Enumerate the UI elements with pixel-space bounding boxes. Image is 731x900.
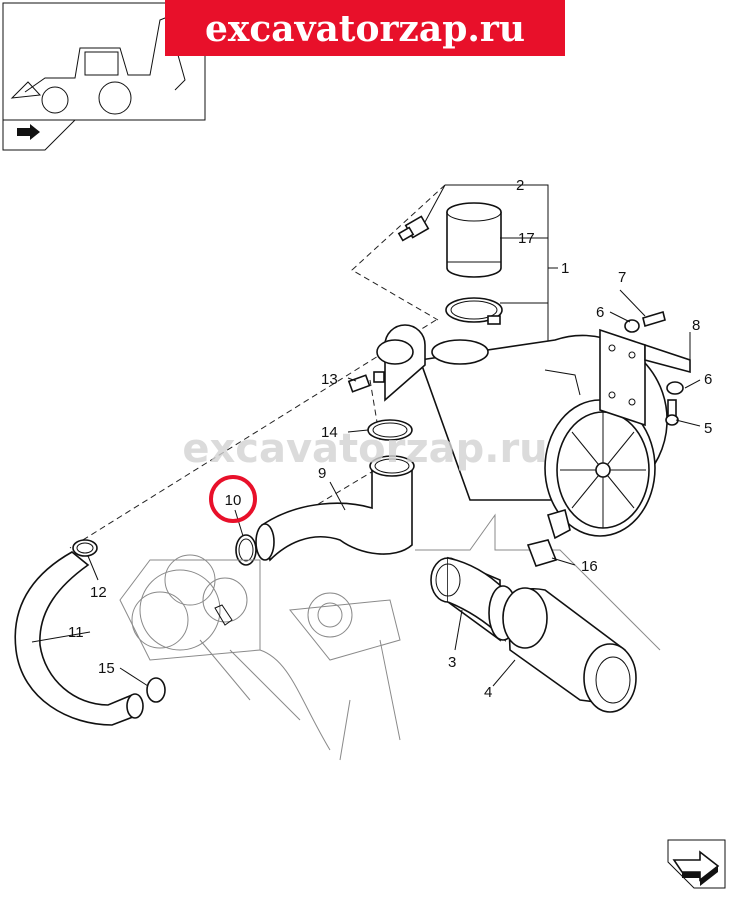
callout-7: 7 bbox=[618, 269, 626, 286]
part-10-clamp bbox=[235, 534, 257, 566]
callout-15: 15 bbox=[98, 660, 115, 677]
part-17-element bbox=[446, 202, 502, 278]
next-page-arrow-icon bbox=[672, 850, 720, 886]
fasteners bbox=[624, 310, 684, 426]
callout-1: 1 bbox=[561, 260, 569, 277]
callout-12: 12 bbox=[90, 584, 107, 601]
backhoe-loader-icon bbox=[10, 11, 191, 115]
next-page-button[interactable] bbox=[667, 839, 726, 889]
callout-10: 10 bbox=[225, 492, 242, 509]
callout-14: 14 bbox=[321, 424, 338, 441]
callout-17: 17 bbox=[518, 230, 535, 247]
callout-3: 3 bbox=[448, 654, 456, 671]
callout-11: 11 bbox=[68, 624, 84, 641]
part-12-clamp bbox=[72, 539, 98, 557]
part-13-nipple bbox=[347, 371, 385, 393]
callout-leaders bbox=[31, 237, 701, 687]
part-16-valve bbox=[526, 539, 558, 567]
callout-16: 16 bbox=[581, 558, 598, 575]
part-1-clamp bbox=[445, 297, 503, 325]
part-11-hose bbox=[14, 551, 144, 726]
part-2-sensor bbox=[397, 215, 430, 242]
site-banner: excavatorzap.ru bbox=[165, 0, 565, 56]
arrow-book-icon bbox=[17, 124, 40, 140]
exploded-view-lines bbox=[415, 513, 661, 651]
callout-13: 13 bbox=[321, 371, 338, 388]
part-9-elbow-hose bbox=[255, 455, 415, 562]
callout-2: 2 bbox=[516, 177, 524, 194]
callout-6-bottom: 6 bbox=[704, 371, 712, 388]
part-14-clamp bbox=[367, 419, 413, 441]
part-15-clamp bbox=[146, 677, 166, 703]
banner-text: excavatorzap.ru bbox=[205, 8, 525, 50]
callout-8: 8 bbox=[692, 317, 700, 334]
callouts: 2 17 1 7 6 8 6 5 13 14 9 12 11 15 16 3 4 bbox=[68, 177, 712, 701]
thumbnail-frame bbox=[2, 2, 206, 151]
part-8-bracket bbox=[599, 328, 691, 427]
callout-9: 9 bbox=[318, 465, 326, 482]
turbocharger-ghost bbox=[119, 554, 401, 761]
watermark: excavatorzap.ru bbox=[182, 426, 547, 472]
callout-4: 4 bbox=[484, 684, 492, 701]
fan-cover-spokes bbox=[560, 412, 646, 528]
callout-6-top: 6 bbox=[596, 304, 604, 321]
callout-5: 5 bbox=[704, 420, 712, 437]
part-4-outer-element bbox=[502, 587, 637, 713]
highlight-callout-10: 10 bbox=[209, 475, 257, 523]
